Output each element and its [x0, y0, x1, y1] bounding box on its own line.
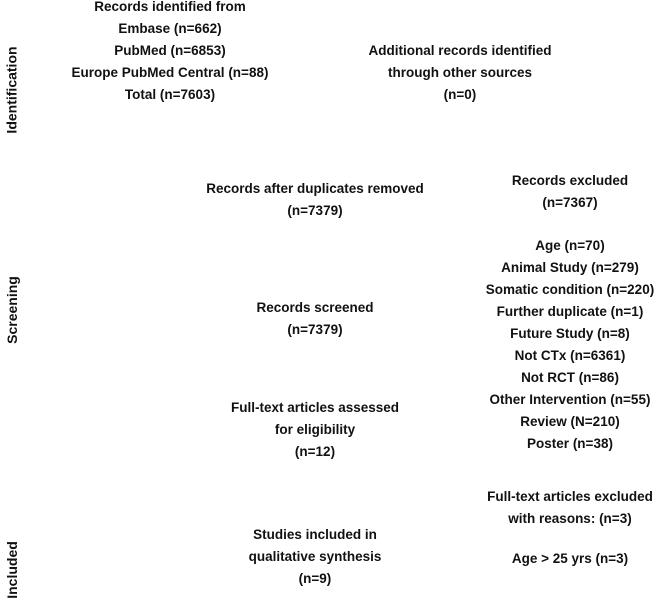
text-line: through other sources — [387, 65, 532, 80]
text-line: with reasons: (n=3) — [508, 511, 632, 526]
text-line: for eligibility — [274, 422, 356, 437]
stage-label-identification: Identification — [0, 30, 24, 150]
text-line: Full-text articles excluded — [487, 489, 653, 504]
text-line: Embase (n=662) — [118, 21, 222, 36]
text-line: Records identified from — [94, 0, 246, 14]
text-line: Records after duplicates removed — [206, 181, 424, 196]
exclusion-reason: Not RCT (n=86) — [521, 370, 619, 385]
text-line: (n=7379) — [287, 322, 343, 337]
text-line: Full-text articles assessed — [230, 400, 400, 415]
text-line: Records excluded — [511, 173, 629, 188]
text-line: PubMed (n=6853) — [114, 43, 226, 58]
records-other-sources: Additional records identified through ot… — [350, 40, 570, 106]
exclusion-reason: Future Study (n=8) — [510, 326, 630, 341]
records-screened: Records screened (n=7379) — [210, 297, 420, 341]
text-line: Records screened — [256, 300, 374, 315]
exclusion-reason: Somatic condition (n=220) — [485, 282, 655, 297]
exclusion-reason: Poster (n=38) — [527, 436, 613, 451]
text-line: Total (n=7603) — [124, 87, 216, 102]
fulltext-excluded-reason: Age > 25 yrs (n=3) — [470, 548, 669, 570]
text-line: Studies included in — [253, 527, 377, 542]
text-line: Europe PubMed Central (n=88) — [71, 65, 269, 80]
text-line: (n=7367) — [542, 195, 598, 210]
text-line: Additional records identified — [368, 43, 552, 58]
exclusion-reason: Review (N=210) — [520, 414, 620, 429]
stage-label-identification-text: Identification — [4, 46, 20, 134]
exclusion-reasons-list: Age (n=70) Animal Study (n=279) Somatic … — [470, 235, 669, 455]
exclusion-reason: Animal Study (n=279) — [501, 260, 639, 275]
records-excluded: Records excluded (n=7367) — [470, 170, 669, 214]
text-line: (n=9) — [298, 571, 332, 586]
records-identified-databases: Records identified from Embase (n=662) P… — [60, 0, 280, 106]
text-line: (n=7379) — [287, 203, 343, 218]
text-line: qualitative synthesis — [248, 549, 382, 564]
text-line: Age > 25 yrs (n=3) — [511, 551, 629, 566]
exclusion-reason: Further duplicate (n=1) — [496, 304, 644, 319]
exclusion-reason: Not CTx (n=6361) — [514, 348, 626, 363]
fulltext-assessed-eligibility: Full-text articles assessed for eligibil… — [200, 397, 430, 463]
records-after-duplicates: Records after duplicates removed (n=7379… — [190, 178, 440, 222]
text-line: (n=0) — [443, 87, 477, 102]
text-line: (n=12) — [294, 444, 336, 459]
stage-label-screening-text: Screening — [4, 276, 21, 344]
exclusion-reason: Other Intervention (n=55) — [489, 392, 651, 407]
stage-label-included: Included — [0, 535, 24, 605]
studies-included-synthesis: Studies included in qualitative synthesi… — [210, 524, 420, 590]
stage-label-included-text: Included — [4, 541, 20, 599]
stage-label-screening: Screening — [0, 255, 24, 365]
exclusion-reason: Age (n=70) — [535, 238, 605, 253]
fulltext-excluded: Full-text articles excluded with reasons… — [470, 486, 669, 530]
